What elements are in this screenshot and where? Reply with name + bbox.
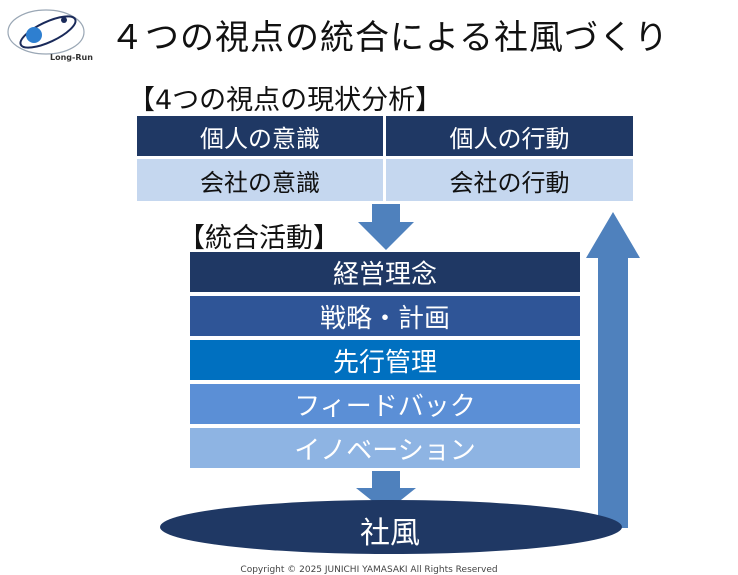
layer-strategy-plan: 戦略・計画: [190, 296, 580, 336]
logo-outer-orbit: [7, 9, 85, 55]
layer-advance-management: 先行管理: [190, 340, 580, 380]
up-arrow-right: [586, 212, 640, 528]
cell-company-action: 会社の行動: [386, 159, 633, 201]
cell-individual-action: 個人の行動: [386, 116, 633, 156]
page-title: ４つの視点の統合による社風づくり: [110, 18, 669, 58]
logo-dot: [61, 17, 67, 23]
logo-text: Long-Run: [50, 53, 93, 62]
cell-individual-awareness: 個人の意識: [137, 116, 383, 156]
long-run-logo: Long-Run: [7, 9, 93, 62]
shafu-ellipse: [160, 500, 622, 554]
down-arrow-bottom: [356, 471, 416, 512]
layer-management-philosophy: 経営理念: [190, 252, 580, 292]
cell-company-awareness: 会社の意識: [137, 159, 383, 201]
layer-feedback: フィードバック: [190, 384, 580, 424]
analysis-heading: 【4つの視点の現状分析】: [128, 85, 443, 116]
logo-orbit: [19, 15, 77, 49]
shafu-label: 社風: [360, 516, 420, 551]
layer-innovation: イノベーション: [190, 428, 580, 468]
integration-heading: 【統合活動】: [178, 223, 340, 254]
copyright-text: Copyright © 2025 JUNICHI YAMASAKI All Ri…: [240, 565, 498, 575]
logo-planet: [26, 27, 42, 43]
down-arrow-top: [358, 204, 414, 250]
